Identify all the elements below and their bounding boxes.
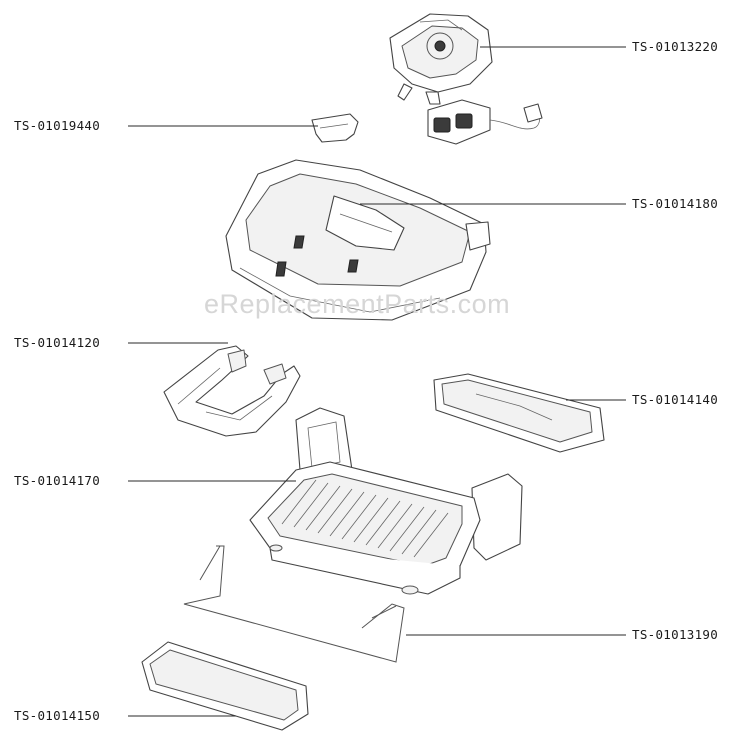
part-illustration-control-unit[interactable] bbox=[389, 13, 543, 145]
leader-lines bbox=[128, 46, 626, 717]
part-label-ts-01014150[interactable]: TS-01014150 bbox=[14, 708, 100, 723]
part-illustration-drip-tray[interactable] bbox=[141, 641, 309, 731]
part-illustration-top-housing[interactable] bbox=[225, 159, 491, 321]
part-illustration-grill-base[interactable] bbox=[249, 407, 523, 595]
part-label-ts-01014120[interactable]: TS-01014120 bbox=[14, 335, 100, 350]
part-illustration-wire-stand[interactable] bbox=[183, 545, 405, 663]
part-illustration-handle[interactable] bbox=[163, 345, 301, 437]
part-illustration-right-tray[interactable] bbox=[433, 373, 605, 453]
part-label-ts-01014180[interactable]: TS-01014180 bbox=[632, 196, 718, 211]
part-label-ts-01014170[interactable]: TS-01014170 bbox=[14, 473, 100, 488]
part-label-ts-01019440[interactable]: TS-01019440 bbox=[14, 118, 100, 133]
part-label-ts-01013190[interactable]: TS-01013190 bbox=[632, 627, 718, 642]
part-label-ts-01013220[interactable]: TS-01013220 bbox=[632, 39, 718, 54]
part-illustration-clip[interactable] bbox=[311, 113, 359, 143]
watermark-text: eReplacementParts.com bbox=[204, 289, 510, 319]
part-label-ts-01014140[interactable]: TS-01014140 bbox=[632, 392, 718, 407]
part-labels: TS-01013220 TS-01019440 TS-01014180 TS-0… bbox=[14, 39, 718, 723]
